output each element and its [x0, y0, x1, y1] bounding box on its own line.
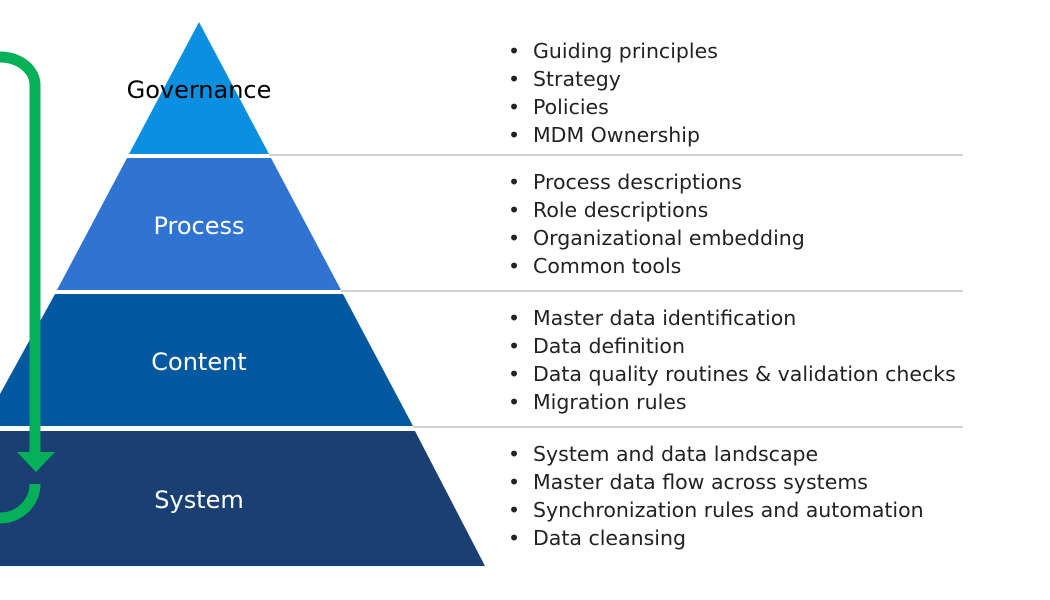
bullet-item: Migration rules [508, 388, 956, 416]
tier-bullets-process: Process descriptions Role descriptions O… [508, 168, 805, 280]
bullet-item: System and data landscape [508, 440, 924, 468]
bullet-item: Guiding principles [508, 37, 718, 65]
bullet-item: Common tools [508, 252, 805, 280]
bullet-item: Data quality routines & validation check… [508, 360, 956, 388]
bullet-item: Synchronization rules and automation [508, 496, 924, 524]
bullet-item: Data definition [508, 332, 956, 360]
bullet-item: Process descriptions [508, 168, 805, 196]
tier-bullets-governance: Guiding principles Strategy Policies MDM… [508, 37, 718, 149]
bullet-item: Role descriptions [508, 196, 805, 224]
flow-arrow-head [17, 452, 55, 472]
flow-arrow-icon [0, 51, 55, 524]
bullet-item: Master data identification [508, 304, 956, 332]
bullet-item: MDM Ownership [508, 121, 718, 149]
flow-arrow-bottom-curve [0, 483, 41, 524]
tier-bullets-content: Master data identification Data definiti… [508, 304, 956, 416]
tier-bullets-system: System and data landscape Master data fl… [508, 440, 924, 552]
tier-label-process: Process [153, 212, 244, 240]
bullet-item: Strategy [508, 65, 718, 93]
bullet-item: Data cleansing [508, 524, 924, 552]
tier-label-system: System [154, 486, 244, 514]
pyramid-tier-governance [129, 22, 269, 154]
flow-arrow-top-curve [0, 51, 41, 452]
pyramid-tier-system [0, 431, 485, 566]
bullet-item: Policies [508, 93, 718, 121]
pyramid-tier-content [0, 294, 413, 426]
pyramid-tier-process [57, 158, 341, 290]
tier-label-governance: Governance [127, 76, 272, 104]
tier-label-content: Content [151, 348, 246, 376]
bullet-item: Organizational embedding [508, 224, 805, 252]
bullet-item: Master data flow across systems [508, 468, 924, 496]
